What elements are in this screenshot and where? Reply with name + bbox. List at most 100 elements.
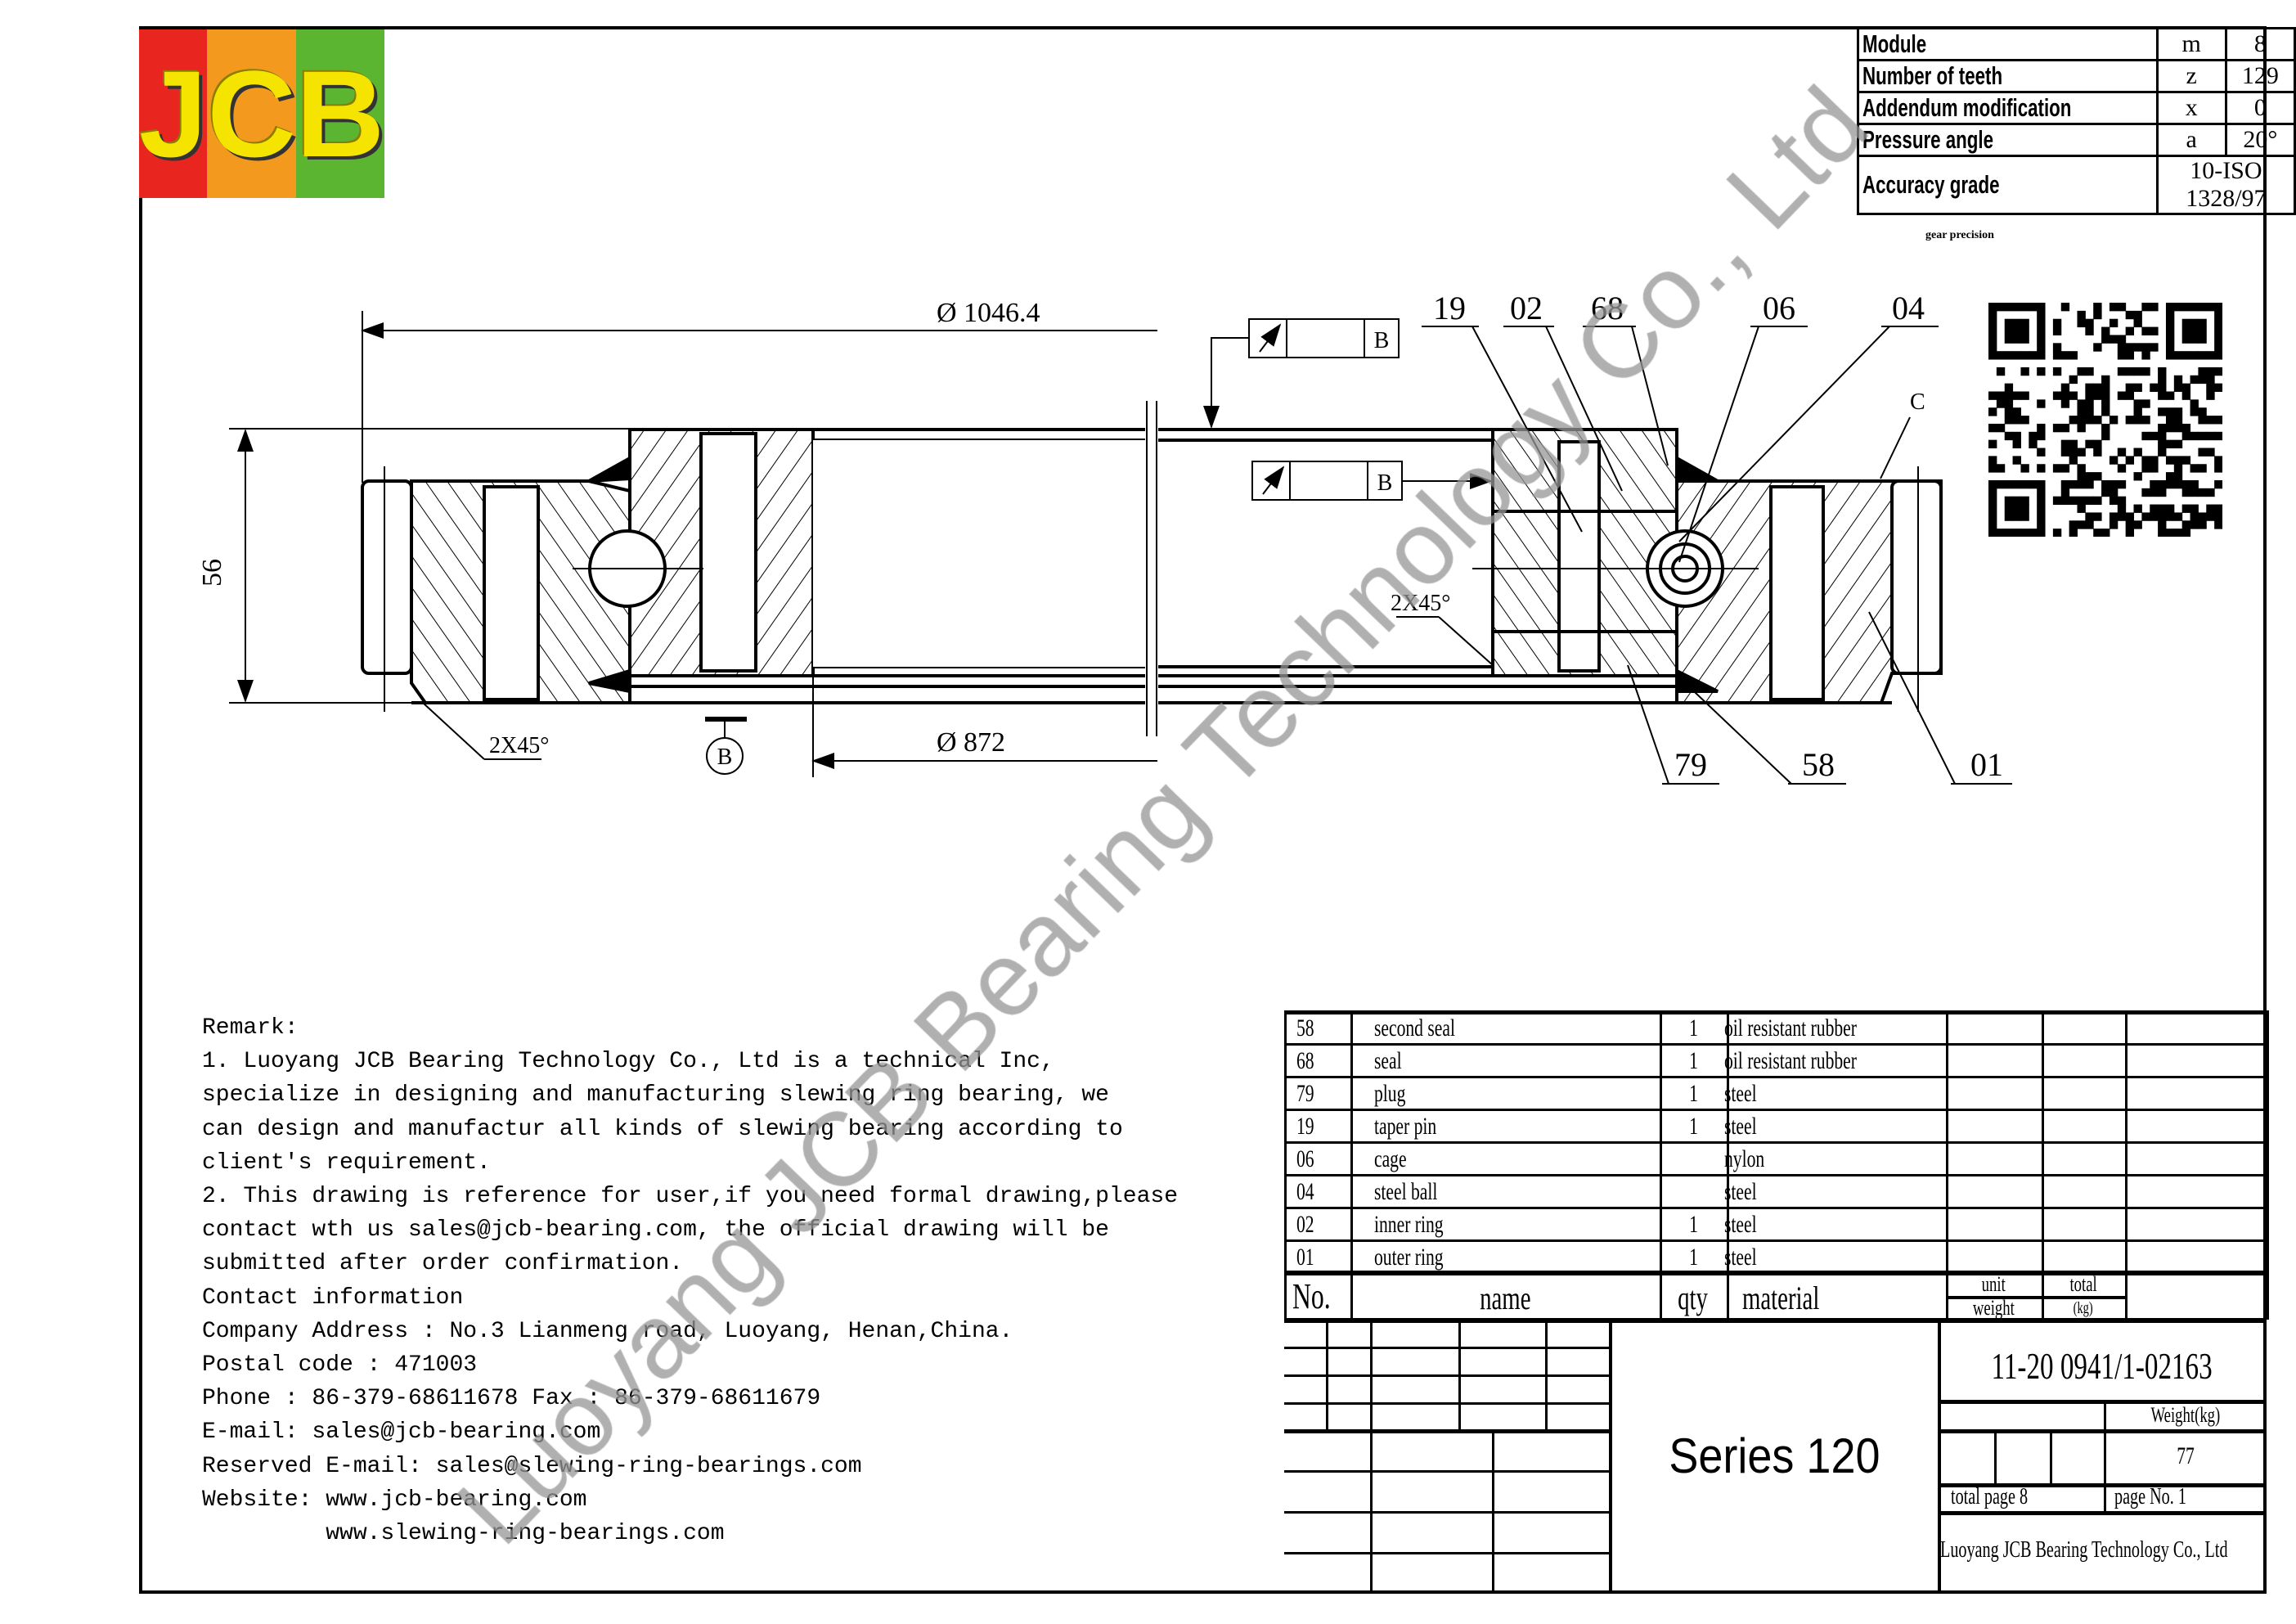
weight-label: Weight(kg) [2104, 1402, 2267, 1428]
part-material: oil resistant rubber [1724, 1012, 1937, 1045]
table-rule [1660, 1010, 1662, 1320]
part-number-text: 06 [1296, 1145, 1314, 1172]
company-name-text: Luoyang JCB Bearing Technology Co., Ltd [1940, 1537, 2228, 1563]
header-qty: qty [1660, 1276, 1727, 1320]
part-qty-text: 1 [1688, 1244, 1698, 1271]
part-qty-text: 1 [1688, 1113, 1698, 1140]
header-no: No. [1292, 1276, 1350, 1317]
header-kg-text: (kg) [2073, 1299, 2093, 1317]
table-rule [2125, 1010, 2128, 1320]
part-number-text: 04 [1296, 1178, 1314, 1205]
weight-value: 77 [2104, 1440, 2267, 1473]
table-rule [1284, 1374, 1611, 1377]
part-number: 68 [1296, 1045, 1346, 1077]
part-number: 06 [1296, 1143, 1346, 1176]
table-rule [1284, 1429, 1611, 1433]
part-number-text: 79 [1296, 1080, 1314, 1107]
part-material-text: nylon [1724, 1145, 1765, 1172]
header-total-text: total [2069, 1272, 2097, 1296]
table-rule [1326, 1318, 1328, 1429]
part-qty-text: 1 [1688, 1080, 1698, 1107]
part-qty: 1 [1669, 1208, 1718, 1241]
table-rule [1727, 1010, 1729, 1320]
total-page: total page 8 [1951, 1484, 2104, 1510]
part-material: steel [1724, 1077, 1937, 1110]
table-rule [1284, 1318, 2267, 1323]
company-name: Luoyang JCB Bearing Technology Co., Ltd [1940, 1534, 2267, 1567]
header-no-text: No. [1292, 1276, 1331, 1316]
part-name-text: seal [1374, 1047, 1402, 1074]
table-rule [1938, 1511, 2267, 1515]
part-number-text: 19 [1296, 1113, 1314, 1140]
part-name: plug [1374, 1077, 1644, 1110]
weight-value-text: 77 [2176, 1442, 2195, 1469]
part-name: cage [1374, 1143, 1644, 1176]
table-rule [1492, 1429, 1494, 1594]
header-weight-text: weight [1973, 1296, 2015, 1320]
part-name-text: cage [1374, 1145, 1407, 1172]
header-unit-text: unit [1981, 1272, 2006, 1296]
page-number: page No. 1 [2114, 1484, 2267, 1510]
header-kg: (kg) [2042, 1298, 2125, 1319]
part-name-text: taper pin [1374, 1113, 1437, 1140]
header-name: name [1350, 1276, 1660, 1320]
part-qty: 1 [1669, 1045, 1718, 1077]
part-name: second seal [1374, 1012, 1644, 1045]
part-name-text: inner ring [1374, 1211, 1444, 1238]
part-name-text: plug [1374, 1080, 1406, 1107]
part-number-text: 02 [1296, 1211, 1314, 1238]
table-rule [1284, 1347, 1611, 1349]
part-name-text: steel ball [1374, 1178, 1438, 1205]
table-rule [1350, 1010, 1353, 1320]
part-qty: 1 [1669, 1110, 1718, 1143]
part-qty: 1 [1669, 1241, 1718, 1274]
part-qty-text: 1 [1688, 1014, 1698, 1041]
series-title: Series 120 [1611, 1424, 1938, 1489]
part-name: outer ring [1374, 1241, 1644, 1274]
part-name: seal [1374, 1045, 1644, 1077]
table-rule [1370, 1318, 1373, 1594]
part-number-text: 01 [1296, 1244, 1314, 1271]
header-weight: weight [1946, 1298, 2042, 1319]
part-material-text: oil resistant rubber [1724, 1047, 1857, 1074]
drawing-number-text: 11-20 0941/1-02163 [1991, 1345, 2213, 1387]
part-number: 79 [1296, 1077, 1346, 1110]
part-name: steel ball [1374, 1176, 1644, 1208]
header-material-text: material [1742, 1280, 1820, 1316]
header-total: total [2042, 1273, 2125, 1296]
table-rule [1284, 1470, 1611, 1473]
part-number: 58 [1296, 1012, 1346, 1045]
table-rule [2267, 1010, 2269, 1320]
part-name: taper pin [1374, 1110, 1644, 1143]
part-material: steel [1724, 1110, 1937, 1143]
part-name-text: outer ring [1374, 1244, 1444, 1271]
part-name-text: second seal [1374, 1014, 1455, 1041]
table-rule [1938, 1429, 2267, 1433]
part-material: steel [1724, 1176, 1937, 1208]
table-rule [1458, 1318, 1461, 1429]
part-material: oil resistant rubber [1724, 1045, 1937, 1077]
header-material: material [1742, 1276, 1939, 1320]
part-material-text: oil resistant rubber [1724, 1014, 1857, 1041]
table-rule [1284, 1010, 1287, 1320]
table-rule [1284, 1552, 1611, 1554]
table-rule [1545, 1318, 1548, 1429]
part-qty-text: 1 [1688, 1211, 1698, 1238]
total-page-text: total page 8 [1951, 1484, 2029, 1509]
table-rule [2050, 1429, 2052, 1483]
part-qty [1669, 1143, 1718, 1176]
series-title-text: Series 120 [1668, 1428, 1880, 1483]
weight-label-text: Weight(kg) [2150, 1403, 2220, 1427]
part-number-text: 58 [1296, 1014, 1314, 1041]
header-qty-text: qty [1678, 1280, 1709, 1316]
header-unit: unit [1946, 1273, 2042, 1296]
page-number-text: page No. 1 [2114, 1484, 2186, 1509]
part-number: 19 [1296, 1110, 1346, 1143]
drawing-number: 11-20 0941/1-02163 [1938, 1342, 2267, 1391]
part-number: 04 [1296, 1176, 1346, 1208]
part-qty: 1 [1669, 1012, 1718, 1045]
part-qty: 1 [1669, 1077, 1718, 1110]
part-number: 01 [1296, 1241, 1346, 1274]
part-material: steel [1724, 1241, 1937, 1274]
